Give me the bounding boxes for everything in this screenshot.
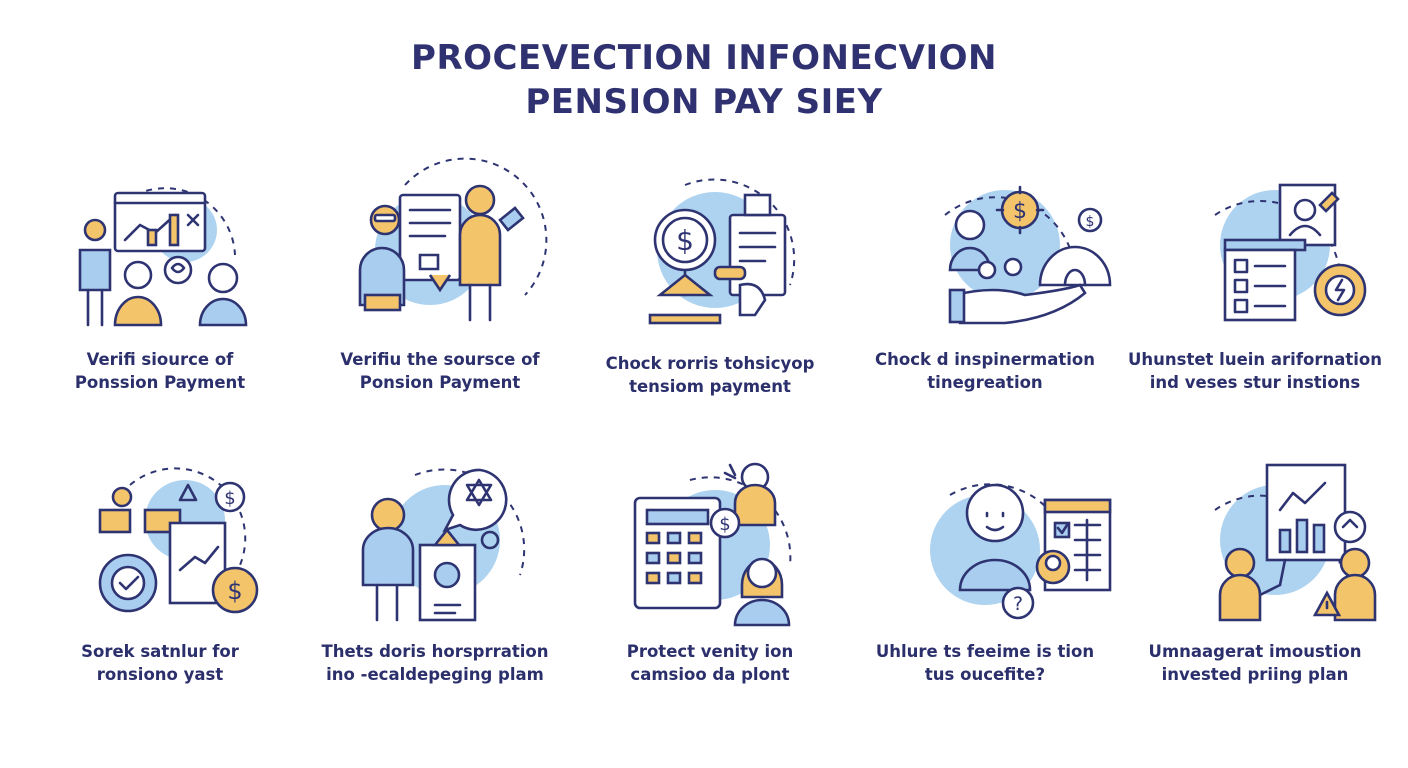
- item-10-caption-line-1: Umnaagerat imoustion: [1148, 642, 1362, 661]
- item-6-caption-line-1: Sorek satnlur for: [81, 642, 239, 661]
- page-title-line-2: PENSION PAY SIEY: [525, 82, 883, 122]
- presentation-people-icon: [1214, 463, 1377, 622]
- item-2-caption-line-1: Verifiu the soursce of: [340, 350, 540, 369]
- item-5-caption-line-1: Uhunstet luein arifornation: [1128, 350, 1382, 369]
- person-speech-icon: [361, 468, 526, 622]
- item-8-caption-line-2: camsioo da plont: [630, 665, 790, 684]
- item-7-caption-line-2: ino -ecaldepeging plam: [326, 665, 544, 684]
- infographic-item-7: Thets doris horsprration ino -ecaldepegi…: [305, 465, 565, 735]
- document-people-icon: [358, 157, 548, 322]
- infographic-item-10: Umnaagerat imoustion invested priing pla…: [1125, 463, 1385, 735]
- item-4-caption-line-2: tinegreation: [927, 373, 1043, 392]
- calendar-woman-icon: $: [633, 462, 792, 627]
- item-9-caption-line-1: Uhlure ts feeime is tion: [875, 642, 1095, 661]
- infographic-item-1: Verifi siource of Ponssion Payment: [30, 175, 290, 445]
- man-calendar-question-icon: ?: [930, 483, 1112, 620]
- svg-text:$: $: [224, 488, 235, 509]
- item-6-caption-line-2: ronsiono yast: [96, 665, 224, 684]
- infographic-item-6: $ $ Sorek satnlur for ronsiono yast: [30, 465, 290, 735]
- item-7-caption-line-1: Thets doris horsprration: [321, 642, 549, 661]
- item-8-caption-line-1: Protect venity ion: [626, 642, 794, 661]
- svg-text:?: ?: [1013, 593, 1023, 615]
- svg-text:$: $: [1086, 214, 1095, 230]
- svg-text:$: $: [676, 224, 694, 257]
- item-2-caption-line-2: Ponsion Payment: [359, 373, 521, 392]
- infographic-item-2: Verifiu the soursce of Ponsion Payment: [310, 157, 570, 445]
- page-title-line-1: PROCEVECTION INFONECVION: [411, 38, 997, 78]
- infographic-item-4: $ $ Chock d inspinermation tinegreation: [855, 175, 1115, 445]
- infographic-item-3: $ Chock rorris tohsicyop tensiom payment: [580, 175, 840, 445]
- svg-text:$: $: [719, 514, 730, 535]
- item-5-caption-line-2: ind veses stur instions: [1149, 373, 1361, 392]
- item-3-caption-line-1: Chock rorris tohsicyop: [605, 354, 815, 373]
- infographic-item-8: $ Protect venity ion camsioo da plont: [580, 462, 840, 735]
- infographic-item-9: ? Uhlure ts feeime is tion tus oucefite?: [855, 465, 1115, 735]
- gear-chart-coin-icon: $ $: [98, 467, 259, 614]
- svg-text:$: $: [1013, 199, 1027, 224]
- magnifier-dollar-icon: $: [648, 178, 796, 325]
- svg-text:$: $: [227, 577, 242, 605]
- hand-money-bag-icon: $ $: [944, 185, 1112, 325]
- item-1-caption-line-1: Verifi siource of: [86, 350, 234, 369]
- item-1-caption-line-2: Ponssion Payment: [74, 373, 246, 392]
- verify-source-icon: [78, 187, 248, 327]
- infographic-item-5: Uhunstet luein arifornation ind veses st…: [1125, 175, 1385, 445]
- item-4-caption-line-1: Chock d inspinermation: [875, 350, 1095, 369]
- item-3-caption-line-2: tensiom payment: [629, 377, 791, 396]
- item-9-caption-line-2: tus oucefite?: [924, 665, 1046, 684]
- item-10-caption-line-2: invested priing plan: [1161, 665, 1349, 684]
- checklist-gear-icon: [1214, 183, 1367, 322]
